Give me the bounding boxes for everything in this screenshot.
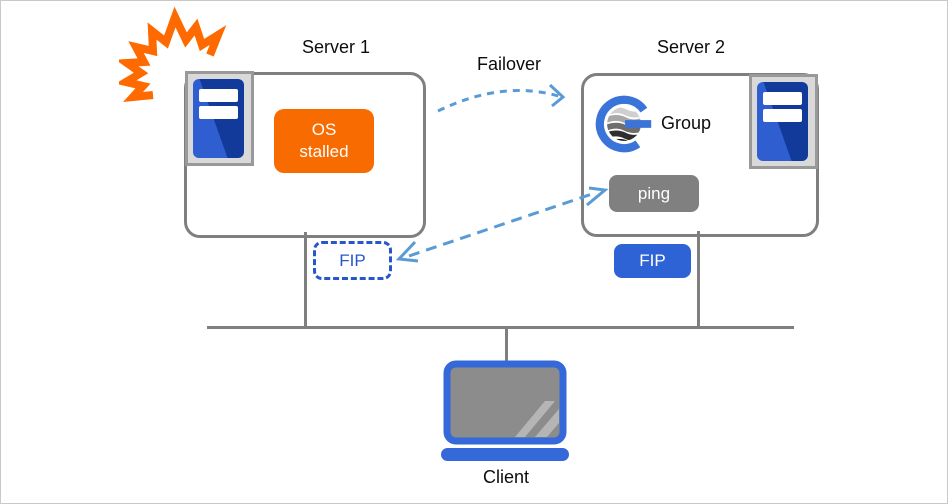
crash-burst-icon <box>119 6 227 103</box>
network-bus-line <box>207 326 794 329</box>
client-drop-line <box>505 328 508 366</box>
server-tower-icon-left <box>185 71 254 166</box>
os-stalled-line1: OS <box>311 120 337 139</box>
client-label: Client <box>482 467 530 487</box>
ping-badge: ping <box>609 175 699 212</box>
laptop-icon <box>441 360 569 461</box>
fip-transfer-arrow <box>395 186 609 263</box>
server1-label: Server 1 <box>301 37 371 57</box>
cluster-group-icon <box>595 95 652 153</box>
ping-label: ping <box>637 183 671 203</box>
server2-drop-line <box>697 231 700 328</box>
os-stalled-line2: stalled <box>299 142 349 161</box>
fip-right-label: FIP <box>639 251 666 270</box>
fip-left-label: FIP <box>339 250 366 270</box>
fip-floating-badge: FIP <box>313 241 392 280</box>
server2-label: Server 2 <box>656 37 726 57</box>
os-stalled-badge: OS stalled <box>274 109 374 173</box>
group-label: Group <box>661 113 712 133</box>
server-tower-icon-right <box>749 74 818 169</box>
server1-drop-line <box>304 232 307 328</box>
failover-arrow <box>437 83 566 113</box>
failover-label: Failover <box>476 54 542 74</box>
fip-active-badge: FIP <box>614 244 691 278</box>
